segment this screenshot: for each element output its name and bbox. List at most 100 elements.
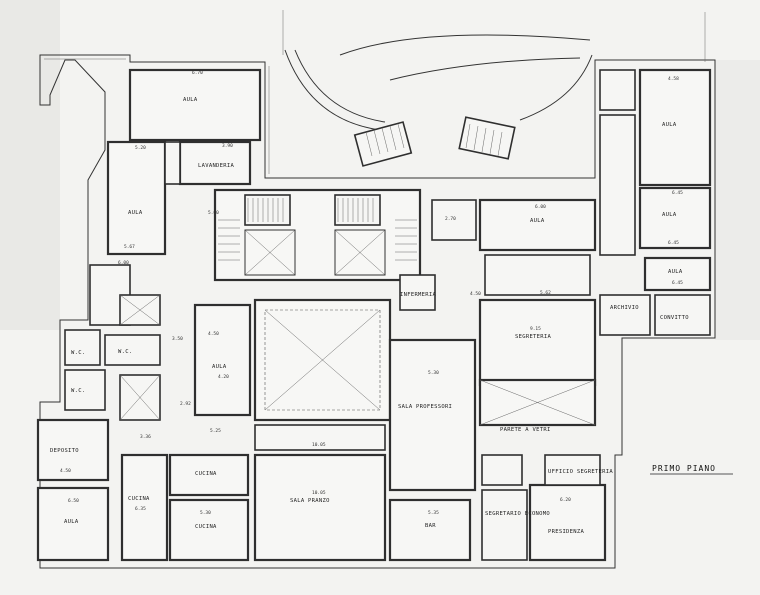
dimension-label: 5.67 [124, 244, 135, 250]
dimension-label: 6.70 [192, 70, 203, 76]
room-label-wc-1: W.C. [71, 350, 85, 356]
stair-flight-right [334, 194, 381, 226]
dimension-label: 6.00 [535, 204, 546, 210]
dimension-label: 2.92 [180, 401, 191, 407]
room-label-aula-right-3: AULA [668, 269, 683, 275]
room-presidenza [528, 483, 607, 562]
dimension-label: 9.15 [530, 326, 541, 332]
dimension-label: 5.30 [200, 510, 211, 516]
room-aula-bottom-left [36, 486, 110, 562]
dimension-label: 3.50 [172, 336, 183, 342]
upper-left-wing: AULA 6.70 LAVANDERIA 3.90 AULA 5.20 5.67 [106, 68, 262, 256]
room-ufficio-segreteria [544, 454, 601, 486]
corridor-lower [254, 424, 386, 451]
dimension-label: 6.50 [68, 498, 79, 504]
room-label-sala-pranzo: SALA PRANZO [290, 498, 330, 504]
small-room [599, 69, 636, 111]
room-label-segretario-economo: SEGRETARIO ECONOMO [485, 511, 550, 517]
room-aula-top [128, 68, 262, 142]
paper-fold-left [0, 0, 60, 330]
room-label-bar: BAR [425, 523, 436, 529]
entrance-ramps [284, 34, 593, 167]
dimension-label: 5.30 [428, 370, 439, 376]
room-bar [388, 498, 472, 562]
dimension-label: 6.00 [118, 260, 129, 266]
lower-left-wing: W.C. W.C. W.C. DEPOSITO AULA 6.50 CUCINA… [36, 264, 250, 562]
room-label-aula-bottom-left: AULA [64, 519, 79, 525]
room-aula-right-1 [638, 68, 712, 187]
small-room [481, 454, 523, 486]
dimension-label: 5.62 [540, 290, 551, 296]
dimension-label: 5.20 [135, 145, 146, 151]
room-aula-center-right [478, 198, 597, 252]
room-label-aula-right-2: AULA [662, 212, 677, 218]
dimension-label: 4.20 [218, 374, 229, 380]
room-infermeria [399, 274, 436, 311]
room-label-segreteria: SEGRETERIA [515, 334, 552, 340]
room-label-aula-center-left: AULA [212, 364, 227, 370]
corridor-right [599, 114, 636, 256]
dimension-label: 5.25 [210, 428, 221, 434]
corridor [484, 254, 591, 296]
dimension-label: 4.58 [668, 76, 679, 82]
room-segretario-economo [481, 489, 528, 561]
room-lavanderia [178, 140, 252, 186]
room-wc-3 [64, 369, 106, 411]
plan-title: PRIMO PIANO [652, 464, 716, 473]
dimension-label: 6.45 [668, 240, 679, 246]
room-label-wc-3: W.C. [71, 388, 85, 394]
dimension-label: 4.50 [60, 468, 71, 474]
room-label-ufficio-segreteria: UFFICIO SEGRETERIA [548, 469, 613, 475]
room-label-cucina-1: CUCINA [128, 496, 150, 502]
central-block: AULA 4.20 SALA PROFESSORI INFERMERIA [193, 274, 477, 492]
building-outline [39, 10, 716, 569]
room-label-parete-vetri: PARETE A VETRI [500, 427, 551, 433]
dimension-label: 6.35 [135, 506, 146, 512]
dimension-label: 2.70 [445, 216, 456, 222]
room-wc-1 [64, 329, 101, 366]
small-room [431, 199, 477, 241]
lower-center-wing: SALA PRANZO 10.05 10.05 BAR 5.35 [253, 424, 472, 562]
dimension-label: 3.90 [222, 143, 233, 149]
upper-right-wing: AULA 6.00 2.70 SEGRETERIA 9.15 AULA 4.58… [431, 68, 712, 387]
room-label-infermeria: INFERMERIA [400, 292, 437, 298]
dimension-label: 10.05 [312, 490, 326, 496]
ramp-stair-left [353, 121, 413, 167]
dimension-label: 3.36 [140, 434, 151, 440]
room-label-aula-right-1: AULA [662, 122, 677, 128]
small-room [164, 141, 181, 185]
room-cucina-2 [168, 453, 250, 497]
dimension-label: 6.45 [672, 190, 683, 196]
room-label-cucina-2: CUCINA [195, 471, 217, 477]
room-aula-right-3 [643, 256, 712, 292]
ramp-stair-right [458, 116, 516, 160]
dimension-label: 4.50 [208, 331, 219, 337]
lower-right-wing: PARETE A VETRI PRESIDENZA 6.20 SEGRETARI… [478, 378, 613, 562]
room-cucina-1 [120, 453, 169, 562]
dimension-label: 5.00 [208, 210, 219, 216]
dimension-label: 4.50 [470, 291, 481, 297]
dimension-label: 5.35 [428, 510, 439, 516]
room-label-deposito: DEPOSITO [50, 448, 79, 454]
stair-flight-left [244, 194, 291, 226]
room-label-presidenza: PRESIDENZA [548, 529, 585, 535]
room-sala-pranzo [253, 453, 387, 562]
dimension-label: 6.20 [560, 497, 571, 503]
room-label-aula-center-right: AULA [530, 218, 545, 224]
room-aula-left [106, 140, 167, 256]
dimension-label: 10.05 [312, 442, 326, 448]
room-cucina-3 [168, 498, 250, 562]
dimension-label: 6.45 [672, 280, 683, 286]
room-label-lavanderia: LAVANDERIA [198, 163, 235, 169]
room-label-aula-top: AULA [183, 97, 198, 103]
room-label-sala-professori: SALA PROFESSORI [398, 404, 452, 410]
room-label-convitto: CONVITTO [660, 315, 689, 321]
paper-fold-right [715, 60, 760, 340]
room-label-cucina-3: CUCINA [195, 524, 217, 530]
room-aula-center-left [193, 303, 252, 417]
room-archivio [599, 294, 651, 336]
room-convitto [654, 294, 711, 336]
room-aula-right-2 [638, 186, 712, 250]
room-segreteria [478, 298, 597, 387]
